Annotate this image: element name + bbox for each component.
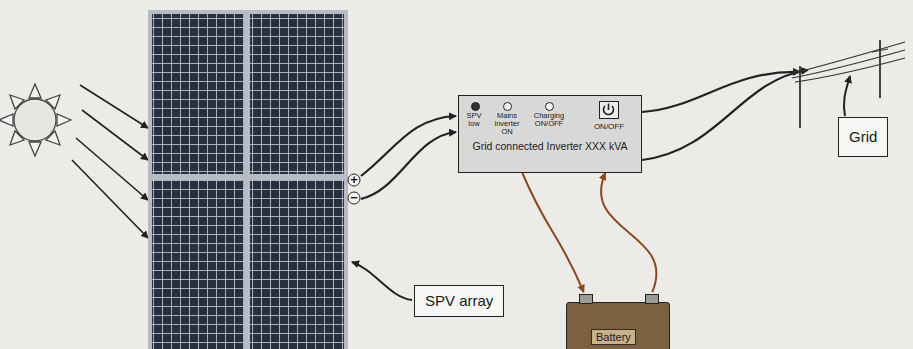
terminal-sign: + — [348, 171, 360, 189]
power-button — [599, 101, 619, 119]
button-label: ON/OFF — [587, 122, 631, 131]
indicator-label: Mains inverter ON — [489, 112, 525, 136]
battery-label: Battery — [591, 329, 636, 345]
leader-line — [844, 76, 850, 116]
battery-terminal — [645, 294, 659, 304]
box-label: SPV array — [415, 286, 503, 315]
label-box: Grid — [838, 117, 888, 157]
indicator-led — [503, 102, 512, 111]
battery-wire — [601, 173, 656, 292]
battery-wire — [522, 173, 583, 292]
battery: Battery — [566, 302, 670, 349]
box-label: Grid — [839, 118, 887, 155]
battery-terminal — [579, 294, 593, 304]
label-box: SPV array — [414, 285, 504, 317]
inverter-title: Grid connected Inverter XXX kVA — [463, 140, 637, 152]
power-line — [790, 40, 905, 128]
indicator-label: SPV low — [461, 112, 487, 128]
power-icon — [600, 102, 617, 117]
dc-wire — [361, 116, 456, 199]
indicator-led — [471, 102, 480, 111]
sun — [0, 84, 71, 156]
indicator-led — [545, 102, 554, 111]
sun-rays — [72, 85, 148, 238]
terminal-sign: − — [348, 189, 360, 207]
ac-wire — [642, 70, 808, 160]
indicator-label: Charging ON/OFF — [529, 112, 569, 128]
spv-panel — [148, 10, 348, 349]
inverter-box: SPV lowMains inverter ONCharging ON/OFF O… — [458, 95, 642, 173]
leader-line — [352, 262, 412, 300]
